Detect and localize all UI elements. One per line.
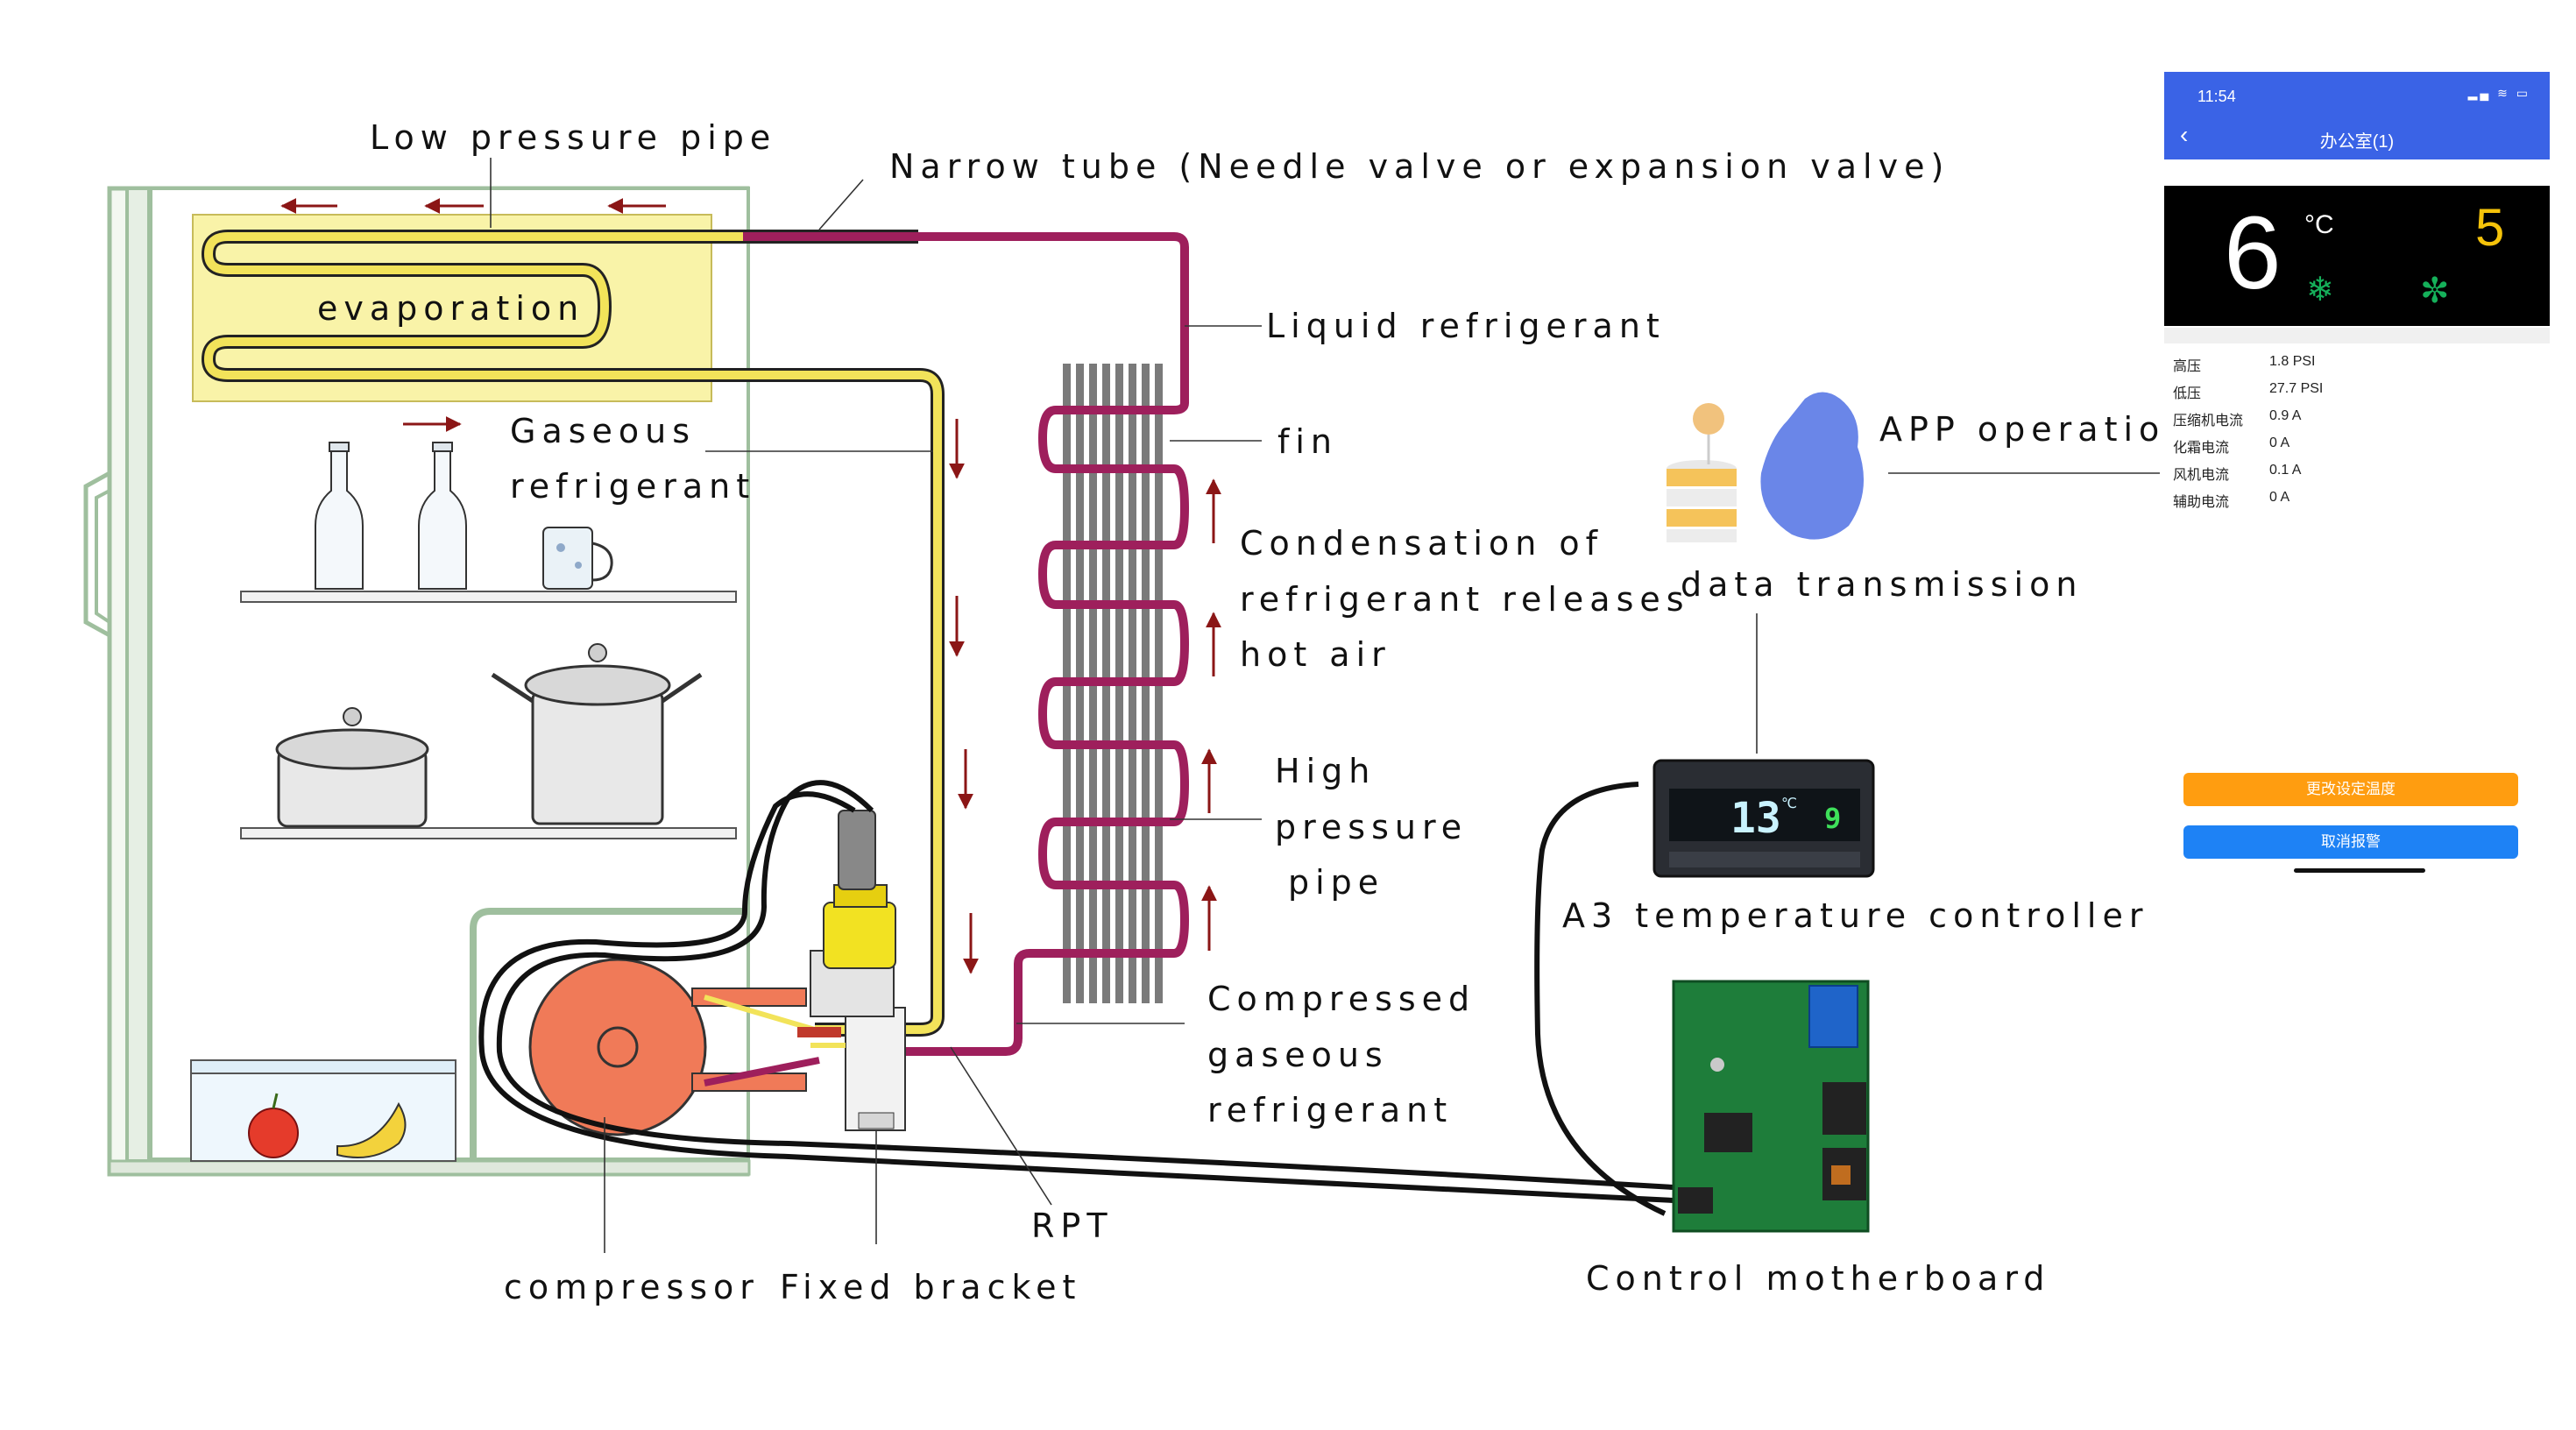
label-data-transmission: data transmission	[1681, 565, 2083, 604]
crisper-drawer	[190, 1059, 456, 1162]
current-temp: 6	[2224, 195, 2282, 311]
back-icon[interactable]: ‹	[2180, 121, 2189, 148]
database-icon	[1667, 403, 1737, 542]
label-high: High	[1275, 752, 1376, 790]
pot-icon	[275, 707, 429, 828]
signal-cable	[478, 780, 1674, 1216]
label-compressor: compressor	[504, 1268, 760, 1306]
home-indicator	[2294, 868, 2425, 873]
label-narrow-tube: Narrow tube (Needle valve or expansion v…	[889, 147, 1950, 186]
change-setpoint-button[interactable]: 更改设定温度	[2183, 773, 2518, 806]
label-condensation-1: Condensation of	[1240, 524, 1603, 563]
label-compressed: Compressed	[1207, 980, 1476, 1018]
label-app-operation: APP operation	[1879, 410, 2192, 449]
label-liquid-refrigerant: Liquid refrigerant	[1266, 307, 1666, 345]
app-header: 11:54 ▂▄ ≋ ▭ ‹ 办公室(1)	[2164, 72, 2550, 159]
snowflake-icon: ❄	[2306, 272, 2334, 308]
banana-icon	[336, 1101, 407, 1158]
apple-icon	[248, 1093, 299, 1158]
setpoint-value: 5	[2475, 198, 2505, 257]
cancel-alarm-button[interactable]: 取消报警	[2183, 825, 2518, 859]
controller-temp-readout: 13	[1730, 794, 1781, 843]
label-compressed-gaseous: gaseous	[1207, 1036, 1389, 1074]
divider	[2164, 328, 2550, 343]
label-gaseous: Gaseous	[510, 412, 696, 450]
fan-icon: ✼	[2420, 272, 2450, 310]
label-low-pressure-pipe: Low pressure pipe	[370, 118, 776, 157]
label-rpt: RPT	[1031, 1207, 1114, 1245]
signal-wifi-battery-icon: ▂▄ ≋ ▭	[2467, 86, 2530, 100]
label-evaporation: evaporation	[317, 289, 584, 328]
fixed-bracket	[810, 950, 906, 1131]
mug-icon	[542, 527, 613, 590]
bottle-icon	[418, 442, 467, 590]
label-refrigerant: refrigerant	[510, 467, 755, 506]
controller-setpoint-readout: 9	[1824, 802, 1841, 835]
label-pressure: pressure	[1275, 808, 1468, 846]
page-title: 办公室(1)	[2319, 132, 2395, 152]
stockpot-icon	[491, 643, 703, 825]
label-fin: fin	[1277, 422, 1338, 461]
label-compressed-refrigerant: refrigerant	[1207, 1091, 1453, 1129]
status-time: 11:54	[2197, 88, 2236, 105]
leader-lines	[490, 158, 2160, 1253]
label-control-motherboard: Control motherboard	[1586, 1259, 2050, 1298]
cloud-icon	[1760, 392, 1865, 540]
flow-arrows-up	[1201, 478, 1221, 951]
compressor-unit	[528, 958, 820, 1136]
temperature-display: 6 °C 5 ❄ ✼	[2164, 186, 2550, 326]
high-pressure-pipe	[743, 232, 1189, 1056]
a3-temperature-controller: 13 ℃ 9	[1652, 759, 1875, 878]
bottle-icon	[315, 442, 364, 590]
label-pipe: pipe	[1288, 863, 1384, 902]
temp-unit: °C	[2304, 210, 2334, 239]
control-motherboard	[1672, 980, 1870, 1233]
rpt-sensor	[797, 810, 896, 1048]
flow-arrows-left	[280, 198, 666, 432]
label-condensation-2: refrigerant releases	[1240, 580, 1690, 619]
label-a3-controller: A3 temperature controller	[1562, 896, 2148, 935]
flow-arrows-down	[949, 419, 979, 974]
label-fixed-bracket: Fixed bracket	[780, 1268, 1081, 1306]
label-condensation-3: hot air	[1240, 635, 1391, 674]
controller-temp-unit: ℃	[1781, 795, 1797, 811]
